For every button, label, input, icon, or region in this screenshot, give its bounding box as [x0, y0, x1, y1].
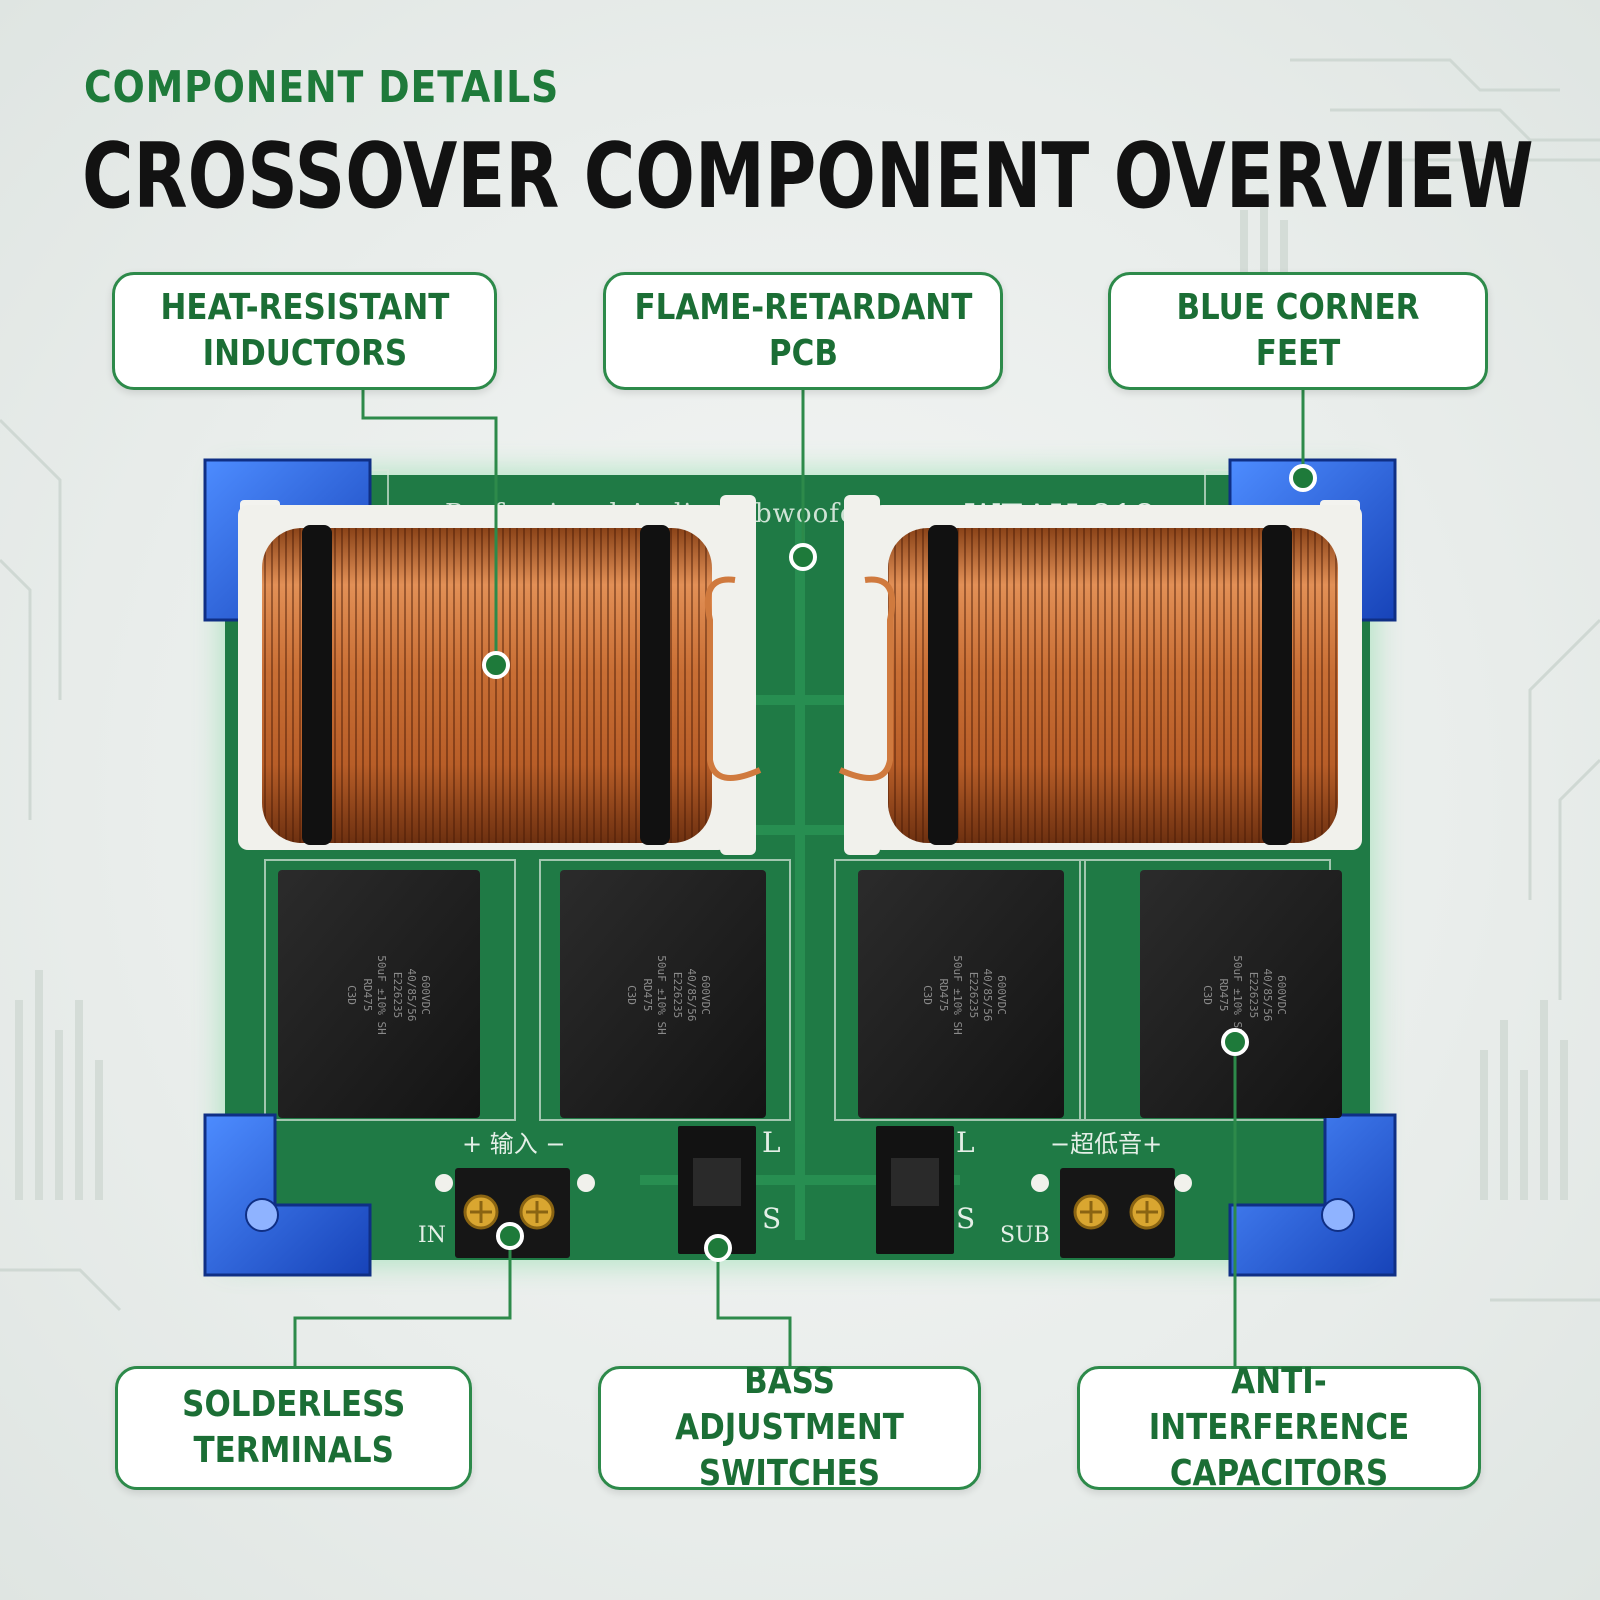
svg-text:C3D: C3D: [625, 985, 638, 1005]
sub-label: SUB: [1000, 1223, 1050, 1248]
callout-pcb-line2: PCB: [768, 333, 838, 374]
svg-text:RD475: RD475: [361, 978, 374, 1011]
callout-inductors-line2: INDUCTORS: [202, 333, 407, 374]
inductor-left: [238, 495, 762, 855]
svg-text:RD475: RD475: [937, 978, 950, 1011]
svg-text:600VDC: 600VDC: [1275, 975, 1288, 1015]
callout-pcb-line1: FLAME-RETARDANT: [634, 287, 972, 328]
background-circuit-traces: [0, 58, 1600, 1312]
callout-inductors-line1: HEAT-RESISTANT: [160, 287, 449, 328]
svg-text:600VDC: 600VDC: [995, 975, 1008, 1015]
svg-text:C3D: C3D: [921, 985, 934, 1005]
svg-text:50uF ±10% SH: 50uF ±10% SH: [375, 955, 388, 1034]
callout-terminals-line2: TERMINALS: [193, 1430, 394, 1471]
switch-left-high-label: S: [762, 1202, 781, 1235]
svg-text:E226235: E226235: [671, 972, 684, 1018]
callout-switches-line2: SWITCHES: [698, 1453, 881, 1494]
callout-inductors: HEAT-RESISTANT INDUCTORS: [112, 272, 497, 390]
switch-right-high-label: S: [956, 1202, 975, 1235]
leader-lines: [293, 390, 1305, 1366]
capacitor-4: 600VDC 40/85/56 E226235 50uF ±10% SH RD4…: [1140, 870, 1342, 1118]
callout-switches-line1: BASS ADJUSTMENT: [675, 1361, 904, 1448]
callout-pcb: FLAME-RETARDANT PCB: [603, 272, 1003, 390]
sub-marking: −超低音+: [1050, 1130, 1162, 1158]
svg-text:RD475: RD475: [641, 978, 654, 1011]
bass-switch-right: [876, 1126, 954, 1254]
callout-feet-line1: BLUE CORNER FEET: [1176, 287, 1420, 374]
inductor-right: [838, 495, 1362, 855]
svg-text:RD475: RD475: [1217, 978, 1230, 1011]
input-label: IN: [418, 1223, 446, 1248]
section-eyebrow: COMPONENT DETAILS: [84, 62, 560, 113]
svg-text:50uF ±10% SH: 50uF ±10% SH: [951, 955, 964, 1034]
svg-text:E226235: E226235: [391, 972, 404, 1018]
mount-hole: [1174, 1174, 1192, 1192]
switch-left-low-label: L: [762, 1126, 781, 1159]
svg-text:E226235: E226235: [967, 972, 980, 1018]
callout-terminals-line1: SOLDERLESS: [181, 1384, 406, 1425]
svg-text:40/85/56: 40/85/56: [1261, 969, 1274, 1022]
mount-hole: [577, 1174, 595, 1192]
svg-text:C3D: C3D: [345, 985, 358, 1005]
svg-text:40/85/56: 40/85/56: [405, 969, 418, 1022]
terminal-block-sub: [1060, 1168, 1175, 1258]
svg-text:40/85/56: 40/85/56: [981, 969, 994, 1022]
switch-right-low-label: L: [956, 1126, 975, 1159]
svg-text:E226235: E226235: [1247, 972, 1260, 1018]
page-title: CROSSOVER COMPONENT OVERVIEW: [82, 124, 1534, 229]
input-marking: + 输入 −: [462, 1130, 565, 1158]
callout-terminals: SOLDERLESS TERMINALS: [115, 1366, 472, 1490]
svg-text:50uF ±10% SH: 50uF ±10% SH: [1231, 955, 1244, 1034]
svg-text:C3D: C3D: [1201, 985, 1214, 1005]
capacitor-2: 600VDC 40/85/56 E226235 50uF ±10% SH RD4…: [560, 870, 766, 1118]
callout-capacitors-line2: CAPACITORS: [1169, 1453, 1389, 1494]
capacitor-3: 600VDC 40/85/56 E226235 50uF ±10% SH RD4…: [858, 870, 1064, 1118]
terminal-block-input: [455, 1168, 570, 1258]
callout-capacitors: ANTI-INTERFERENCE CAPACITORS: [1077, 1361, 1481, 1494]
svg-text:40/85/56: 40/85/56: [685, 969, 698, 1022]
callout-switches: BASS ADJUSTMENT SWITCHES: [598, 1361, 981, 1494]
capacitor-1: 600VDC 40/85/56 E226235 50uF ±10% SH RD4…: [278, 870, 480, 1118]
mount-hole: [1031, 1174, 1049, 1192]
svg-text:50uF ±10% SH: 50uF ±10% SH: [655, 955, 668, 1034]
callout-feet: BLUE CORNER FEET: [1108, 272, 1488, 390]
svg-text:600VDC: 600VDC: [699, 975, 712, 1015]
svg-text:600VDC: 600VDC: [419, 975, 432, 1015]
background-equalizer-bars: [15, 190, 1568, 1200]
mount-hole: [435, 1174, 453, 1192]
blue-foot-bottom-left: [203, 1113, 372, 1277]
leader-dots: [482, 464, 1317, 1262]
callout-capacitors-line1: ANTI-INTERFERENCE: [1148, 1361, 1410, 1448]
bass-switch-left: [678, 1126, 756, 1254]
